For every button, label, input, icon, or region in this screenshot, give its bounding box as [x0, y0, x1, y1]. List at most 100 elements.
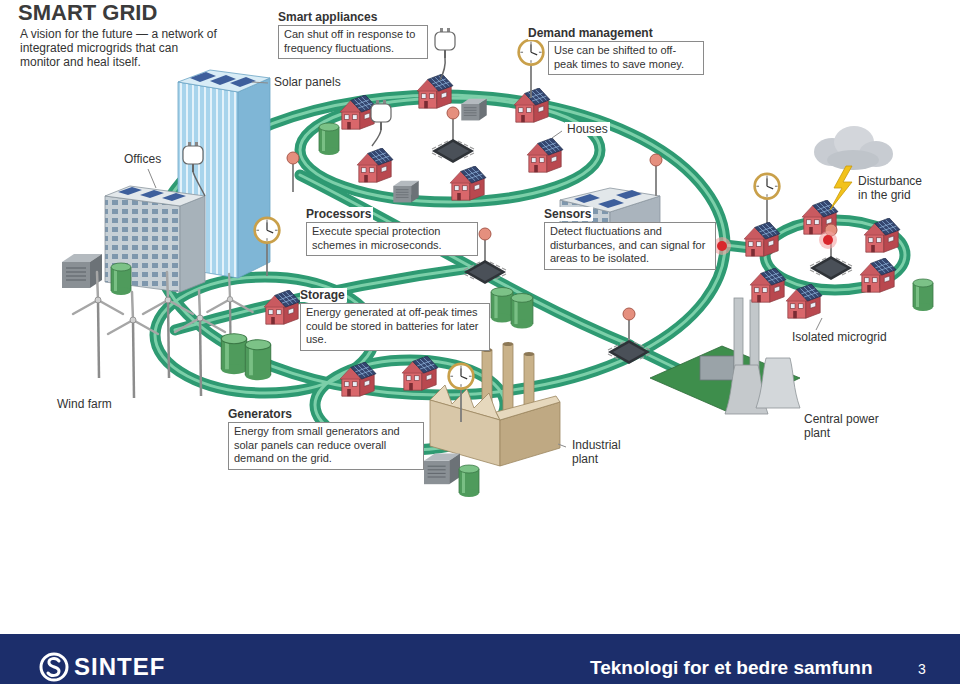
house	[744, 222, 780, 256]
callout-box: Smart appliancesCan shut off in response…	[278, 7, 428, 59]
plug-cord	[372, 130, 381, 146]
smart-plug	[183, 142, 203, 172]
callout-text: Energy generated at off-peak times could…	[306, 306, 484, 347]
house	[750, 268, 786, 302]
lightning-bolt	[830, 166, 852, 210]
storage-tank	[319, 123, 339, 155]
house	[514, 88, 550, 122]
diagram-caption: A vision for the future — a network of i…	[20, 27, 220, 69]
callout-box: GeneratorsEnergy from small generators a…	[228, 404, 424, 470]
leader-line	[252, 82, 268, 83]
light-glow	[819, 231, 837, 249]
sensor-bulb	[650, 154, 662, 166]
house	[402, 356, 438, 390]
plug-cord	[193, 172, 205, 196]
house	[860, 258, 896, 292]
callout-text: Energy from small generators and solar p…	[234, 425, 418, 466]
cloud-part	[827, 150, 879, 170]
part-label: Industrial plant	[570, 438, 636, 466]
leader-line	[558, 444, 566, 447]
house	[527, 138, 563, 172]
factory-roof	[496, 396, 560, 420]
light	[823, 235, 833, 245]
smart-meter	[255, 218, 280, 276]
storage-tank	[111, 263, 131, 295]
callout-heading: Smart appliances	[278, 10, 379, 24]
part-label: Isolated microgrid	[790, 330, 889, 344]
storage-tank	[491, 288, 513, 323]
generator-unit	[62, 254, 102, 288]
smart-meter	[449, 364, 474, 422]
solar-panel	[574, 194, 600, 203]
callout-heading: Processors	[306, 207, 373, 221]
callout-box: ProcessorsExecute special protection sch…	[306, 204, 478, 256]
power-plant	[650, 298, 800, 414]
leader-line	[148, 169, 156, 188]
storage-tank	[913, 279, 933, 311]
storage-tank	[245, 340, 270, 381]
solar-panel	[616, 190, 642, 199]
house	[340, 362, 376, 396]
processor-chip	[608, 308, 650, 364]
solar-panel	[162, 193, 186, 201]
leader-line	[816, 318, 822, 330]
solar-panel	[118, 187, 142, 195]
solar-panel	[598, 199, 624, 208]
chimney-top	[503, 342, 513, 346]
logo-ring	[41, 654, 67, 680]
solar-panel	[140, 190, 164, 198]
smart-plug	[435, 28, 455, 58]
storage-tank	[221, 334, 246, 375]
generator-unit	[461, 99, 486, 121]
generator-unit	[424, 454, 460, 485]
callout-frame: Energy from small generators and solar p…	[228, 422, 424, 470]
footer-bar	[0, 634, 960, 684]
house	[450, 166, 486, 200]
callout-heading: Generators	[228, 407, 294, 421]
part-label: Central power plant	[802, 412, 896, 440]
storage-tank	[511, 294, 533, 329]
storage-tank	[459, 465, 479, 497]
part-label: Offices	[122, 152, 163, 166]
house	[357, 148, 393, 182]
sensor-pole	[287, 152, 299, 192]
industrial-plant	[430, 342, 560, 466]
callout-frame: Can shut off in response to frequency fl…	[278, 25, 428, 59]
callout-text: Execute special protection schemes in mi…	[312, 225, 472, 252]
callout-text: Can shut off in response to frequency fl…	[284, 28, 422, 55]
processor-chip	[810, 224, 852, 280]
pole	[655, 166, 657, 196]
house	[417, 74, 453, 108]
callout-heading: Demand management	[528, 26, 655, 40]
block-roof	[105, 186, 205, 206]
sintef-logo	[41, 654, 67, 680]
plug-cord	[440, 58, 445, 80]
callout-frame: Execute special protection schemes in mi…	[306, 222, 478, 256]
cooling-tower	[756, 358, 800, 408]
callout-box: SensorsDetect fluctuations and disturban…	[544, 204, 716, 270]
part-label: Disturbance in the grid	[856, 174, 932, 202]
wind-turbine	[108, 292, 158, 398]
sensor-pole	[650, 154, 662, 196]
tower-roof	[178, 70, 270, 92]
callout-box: Demand managementUse can be shifted to o…	[528, 23, 704, 75]
light	[717, 241, 727, 251]
callout-frame: Detect fluctuations and disturbances, an…	[544, 222, 716, 270]
smart-meter	[519, 40, 544, 98]
callout-heading: Storage	[300, 288, 347, 302]
leader-lines	[148, 82, 822, 447]
callout-frame: Use can be shifted to off-peak times to …	[548, 41, 704, 75]
chimney-top	[524, 352, 534, 356]
pole	[292, 164, 294, 192]
callout-frame: Energy generated at off-peak times could…	[300, 303, 490, 351]
callout-heading: Sensors	[544, 207, 593, 221]
smart-plug	[371, 100, 391, 130]
chimney	[503, 344, 513, 414]
leader-line	[552, 131, 562, 138]
alarm-light	[819, 231, 837, 249]
callout-text: Use can be shifted to off-peak times to …	[554, 44, 698, 71]
processor-chip	[432, 107, 474, 163]
part-label: Solar panels	[272, 75, 343, 89]
part-label: Wind farm	[55, 397, 114, 411]
